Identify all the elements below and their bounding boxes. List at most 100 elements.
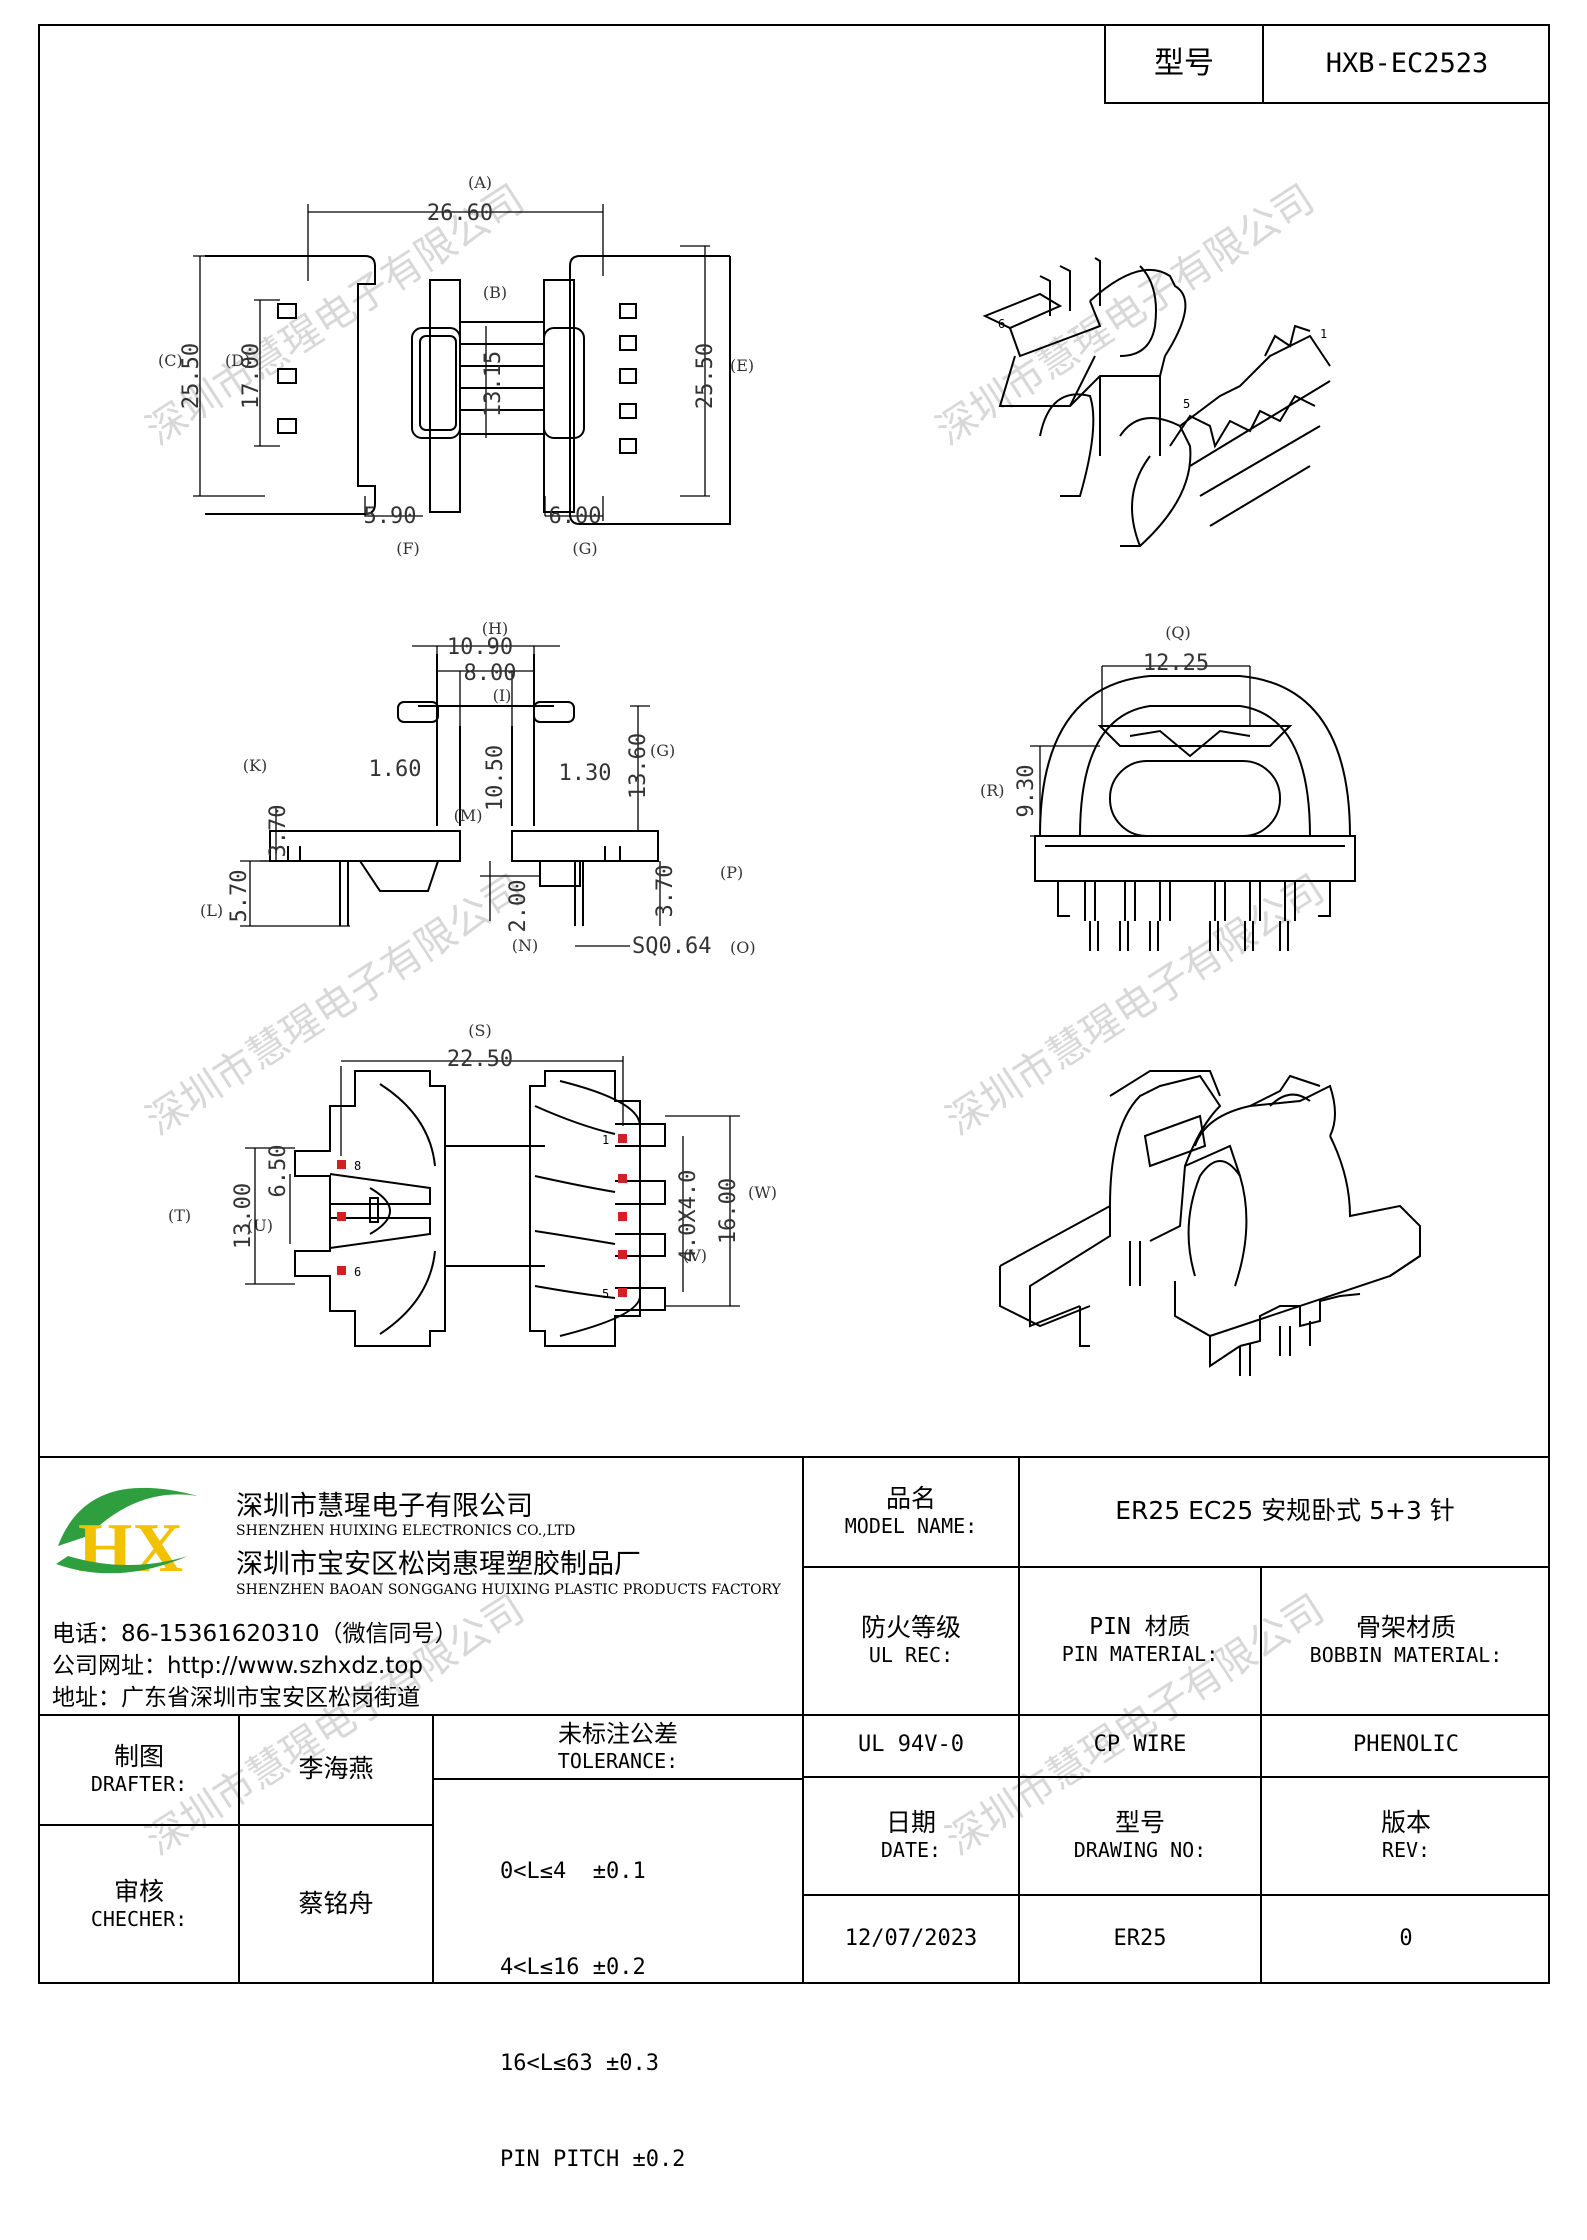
dim-b: 13.15	[481, 351, 506, 417]
logo-swoosh	[58, 1487, 198, 1546]
model-box: 型号 HXB-EC2523	[1104, 26, 1550, 104]
drawing-sheet: 型号 HXB-EC2523 深圳市慧瑆电子有限公司 深圳市慧瑆电子有限公司 深圳…	[38, 24, 1550, 2172]
drawing-no-label: 型号 DRAWING NO:	[1020, 1776, 1260, 1894]
label-k: (K)	[243, 756, 267, 775]
bobbin-material-value: PHENOLIC	[1353, 1732, 1459, 1758]
model-box-label: 型号	[1106, 26, 1264, 102]
drafter-label-cn: 制图	[113, 1741, 164, 1771]
dim-r: 9.30	[1014, 765, 1039, 818]
model-box-value: HXB-EC2523	[1325, 48, 1489, 80]
label-b: (B)	[483, 283, 507, 302]
ul-rec-label-cn: 防火等级	[860, 1612, 961, 1642]
ul-rec-label-en: UL REC:	[868, 1643, 954, 1668]
iso-pin-label-6: 6	[998, 317, 1005, 331]
label-u: (U)	[247, 1216, 273, 1235]
dim-v: 4.0X4.0	[676, 1170, 701, 1263]
dim-f: 5.90	[364, 504, 417, 529]
ul-rec-value: UL 94V-0	[858, 1732, 964, 1758]
rev-label-en: REV:	[1381, 1838, 1431, 1863]
iso-pin-label-5: 5	[1183, 397, 1190, 411]
bottom-view	[294, 1070, 666, 1347]
dim-w: 16.00	[716, 1178, 741, 1244]
dim-m: 10.50	[483, 745, 508, 811]
company-name-en: SHENZHEN HUIXING ELECTRONICS CO.,LTD	[236, 1523, 576, 1539]
label-q: (Q)	[1165, 623, 1191, 642]
iso-pin-label-1: 1	[1320, 327, 1327, 341]
iso-view-bottom	[999, 1070, 1421, 1376]
rev-label: 版本 REV:	[1262, 1776, 1550, 1894]
pin-label-6: 6	[354, 1265, 361, 1279]
label-v: (V)	[683, 1246, 707, 1265]
pin-material-label-cn: PIN 材质	[1089, 1614, 1191, 1641]
drawing-no-label-en: DRAWING NO:	[1073, 1838, 1207, 1863]
model-name-label-en: MODEL NAME:	[844, 1514, 978, 1539]
model-name-label: 品名 MODEL NAME:	[804, 1456, 1018, 1566]
label-i: (I)	[493, 686, 512, 705]
rev-label-cn: 版本	[1380, 1807, 1431, 1837]
tolerance-list: 0<L≤4 ±0.1 4<L≤16 ±0.2 16<L≤63 ±0.3 PIN …	[500, 1792, 685, 2240]
tolerance-label-cn: 未标注公差	[558, 1719, 678, 1748]
date-label-cn: 日期	[885, 1807, 936, 1837]
title-block: HX 深圳市慧瑆电子有限公司 SHENZHEN HUIXING ELECTRON…	[40, 1456, 1550, 2172]
dim-g: 6.00	[549, 504, 602, 529]
drafter-label: 制图 DRAFTER:	[40, 1714, 238, 1824]
dim-h: 10.90	[447, 635, 513, 660]
company-name-cn: 深圳市慧瑆电子有限公司	[236, 1491, 533, 1522]
watermark-layer: 深圳市慧瑆电子有限公司 深圳市慧瑆电子有限公司 深圳市慧瑆电子有限公司 深圳市慧…	[138, 176, 1332, 1864]
drawing-no-label-cn: 型号	[1114, 1807, 1165, 1837]
dim-o: SQ0.64	[632, 934, 711, 959]
side-view	[269, 654, 659, 926]
checker-label: 审核 CHECHER:	[40, 1824, 238, 1984]
factory-name-en: SHENZHEN BAOAN SONGGANG HUIXING PLASTIC …	[236, 1582, 781, 1598]
drafter-name: 李海燕	[298, 1754, 374, 1784]
dim-l: 5.70	[227, 870, 252, 923]
dim-e: 25.50	[693, 343, 718, 409]
label-f: (F)	[396, 539, 420, 558]
date-label: 日期 DATE:	[804, 1776, 1018, 1894]
ul-rec-label: 防火等级 UL REC:	[804, 1566, 1018, 1714]
checker-label-cn: 审核	[113, 1876, 164, 1906]
company-address: 地址：广东省深圳市宝安区松岗街道	[52, 1685, 420, 1711]
label-e: (E)	[730, 356, 754, 375]
front-view	[1034, 675, 1356, 951]
company-logo: HX	[56, 1487, 198, 1586]
company-website: 公司网址：http://www.szhxdz.top	[52, 1653, 424, 1679]
dim-g-side: 13.60	[626, 733, 651, 799]
top-view-dims	[193, 204, 710, 521]
label-c: (C)	[158, 351, 183, 370]
bottom-view-pins	[337, 1134, 627, 1297]
tolerance-row: 0<L≤4 ±0.1	[500, 1859, 646, 1884]
pin-material-label-en: PIN MATERIAL:	[1061, 1641, 1219, 1666]
model-name-label-cn: 品名	[885, 1483, 936, 1513]
bottom-view-dims	[245, 1056, 740, 1307]
label-s: (S)	[468, 1021, 491, 1040]
tolerance-label-en: TOLERANCE:	[557, 1748, 679, 1773]
drafter-label-en: DRAFTER:	[90, 1772, 188, 1797]
top-view	[205, 255, 731, 525]
dim-s: 22.50	[447, 1047, 513, 1072]
bobbin-material-label-en: BOBBIN MATERIAL:	[1309, 1643, 1503, 1668]
label-w: (W)	[748, 1183, 777, 1202]
label-n: (N)	[512, 936, 538, 955]
dim-k: 3.70	[266, 805, 291, 858]
front-view-dims	[1030, 665, 1251, 837]
label-m: (M)	[454, 806, 483, 825]
label-h: (H)	[482, 619, 508, 638]
pin-label-5: 5	[602, 1287, 609, 1301]
label-l: (L)	[200, 901, 223, 920]
model-name-value: ER25 EC25 安规卧式 5+3 针	[1115, 1496, 1455, 1526]
dim-a: 26.60	[427, 201, 493, 226]
drawing-no-value: ER25	[1113, 1926, 1167, 1952]
technical-drawing: (A) 26.60 (B) 13.15 (C) 25.50 (D) 17.00 …	[158, 173, 1421, 1376]
pin-material-value: CP WIRE	[1093, 1732, 1187, 1758]
pin-label-1: 1	[602, 1133, 609, 1147]
dim-c: 25.50	[179, 343, 204, 409]
dim-right-wall: 1.30	[559, 761, 612, 786]
checker-name: 蔡铭舟	[298, 1889, 374, 1919]
rev-value: 0	[1399, 1926, 1413, 1952]
date-label-en: DATE:	[880, 1838, 942, 1863]
logo-text: HX	[78, 1510, 183, 1586]
label-g: (G)	[572, 539, 597, 558]
dim-d: 17.00	[239, 343, 264, 409]
tolerance-row: 16<L≤63 ±0.3	[500, 2051, 659, 2076]
